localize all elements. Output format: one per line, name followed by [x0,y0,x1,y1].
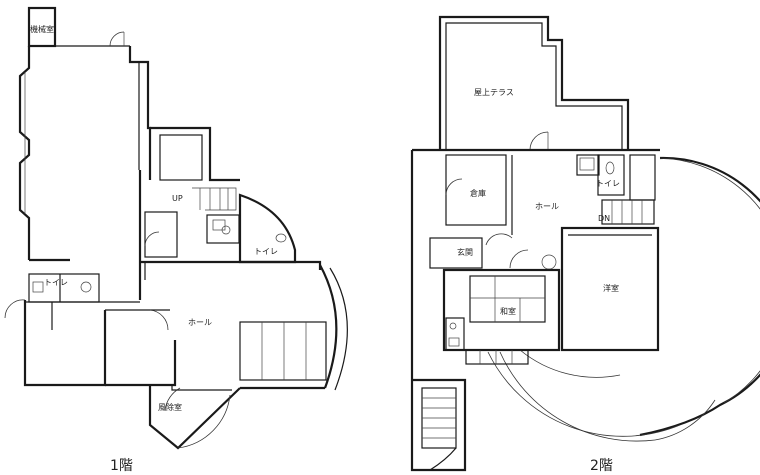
room-label-hall-2f: ホール [535,202,559,211]
room-label-entrance: 玄関 [457,247,473,257]
room-label-washitsu: 和室 [500,306,516,316]
floor-2-plan [410,15,760,472]
floor-2-labels: 屋上テラス 倉庫 ホール トイレ DN 玄関 和室 洋室 2階 [457,88,620,474]
floor-1-plan [4,6,348,450]
room-label-roof-terrace: 屋上テラス [474,88,514,97]
room-label-hall-1f: ホール [188,318,212,327]
room-label-youshitsu: 洋室 [603,283,619,293]
room-label-machine-room: 機械室 [30,24,54,34]
room-label-toilet-2f: トイレ [596,179,620,188]
stair-down-label: DN [598,214,610,223]
room-label-storage: 倉庫 [470,188,486,198]
room-label-windbreak-room: 風除室 [158,402,182,412]
room-label-toilet-right: トイレ [254,247,278,256]
floor-label-2f: 2階 [590,458,613,474]
floor-label-1f: 1階 [110,458,133,474]
room-label-toilet-left: トイレ [44,278,68,287]
stair-up-label: UP [172,194,183,203]
floor-1-labels: 機械室 UP トイレ トイレ ホール 風除室 1階 [30,24,278,474]
